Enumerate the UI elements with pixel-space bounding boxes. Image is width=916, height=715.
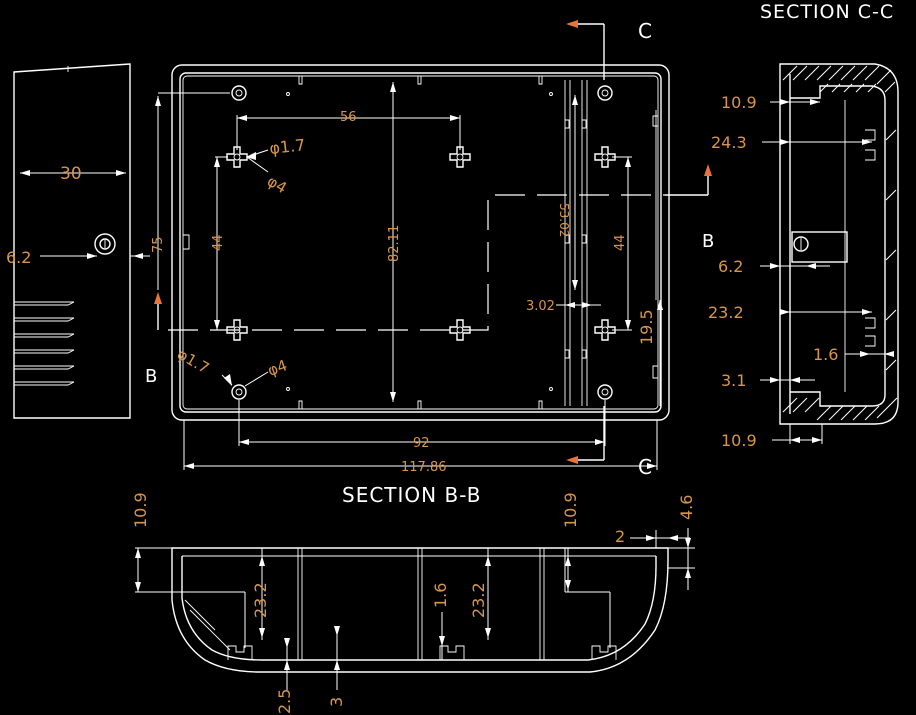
dim-bb-1-6: 1.6: [431, 583, 450, 608]
dim-cc-10-9-bottom: 10.9: [721, 431, 757, 450]
dim-3-02: 3.02: [526, 299, 555, 314]
plan-corner-bosses: [231, 85, 613, 400]
dim-92: 92: [413, 436, 430, 451]
label-phi-4-bottom: φ4: [265, 356, 289, 380]
dim-bb-2-5: 2.5: [275, 689, 294, 714]
dim-30: 30: [60, 164, 82, 184]
dim-bb-3: 3: [327, 697, 346, 707]
dim-cc-1-6: 1.6: [813, 345, 838, 364]
dim-bb-23-2-mid: 23.2: [469, 582, 488, 618]
label-phi-4-top: φ4: [264, 172, 290, 197]
dim-56: 56: [340, 110, 357, 125]
dim-cc-6-2: 6.2: [718, 257, 743, 276]
side-view-ribs: [14, 301, 75, 386]
label-phi-1-7-top: φ1.7: [268, 135, 306, 158]
dim-side-6-2: 6.2: [6, 248, 31, 267]
dim-cc-24-3: 24.3: [711, 133, 747, 152]
dim-117-86: 117.86: [401, 460, 447, 475]
marker-b-right: B: [702, 231, 714, 252]
dim-44-left: 44: [211, 234, 226, 251]
marker-b-left: B: [145, 366, 157, 387]
section-cc-view: 10.9 24.3 6.2 23.2 1.6 3.1 10.9 SECTION …: [708, 1, 899, 450]
marker-c-top: C: [638, 19, 652, 43]
plan-edge-tabs: [183, 76, 658, 409]
dim-bb-10-9-left: 10.9: [131, 492, 150, 528]
side-view: 30 6.2: [6, 63, 150, 419]
section-line-bb: [168, 194, 665, 331]
side-screw-hole: [94, 233, 116, 255]
dim-82-11: 82.11: [387, 225, 402, 262]
plan-view: 56 82.11 75 44 44 53.02 3.02 19.5 92 117…: [145, 19, 714, 479]
section-cc-title: SECTION C-C: [760, 1, 894, 23]
section-bb-view: SECTION B-B: [131, 483, 696, 714]
plan-outer-wall: [171, 64, 670, 421]
dim-bb-4-6: 4.6: [677, 495, 696, 520]
dim-75: 75: [151, 236, 166, 253]
dim-bb-2: 2: [615, 527, 625, 546]
section-bb-title: SECTION B-B: [342, 483, 481, 507]
dim-cc-23-2: 23.2: [708, 303, 744, 322]
pcb-bosses: [226, 146, 616, 341]
dim-bb-10-9-right: 10.9: [561, 492, 580, 528]
marker-c-bottom: C: [638, 455, 652, 479]
dim-44-right: 44: [613, 234, 628, 251]
dim-19-5: 19.5: [637, 309, 656, 345]
dim-cc-10-9-top: 10.9: [721, 93, 757, 112]
dim-cc-3-1: 3.1: [721, 371, 746, 390]
section-cc-hatch: [782, 65, 898, 421]
dim-bb-23-2-left: 23.2: [251, 582, 270, 618]
dim-53-02: 53.02: [557, 203, 571, 237]
